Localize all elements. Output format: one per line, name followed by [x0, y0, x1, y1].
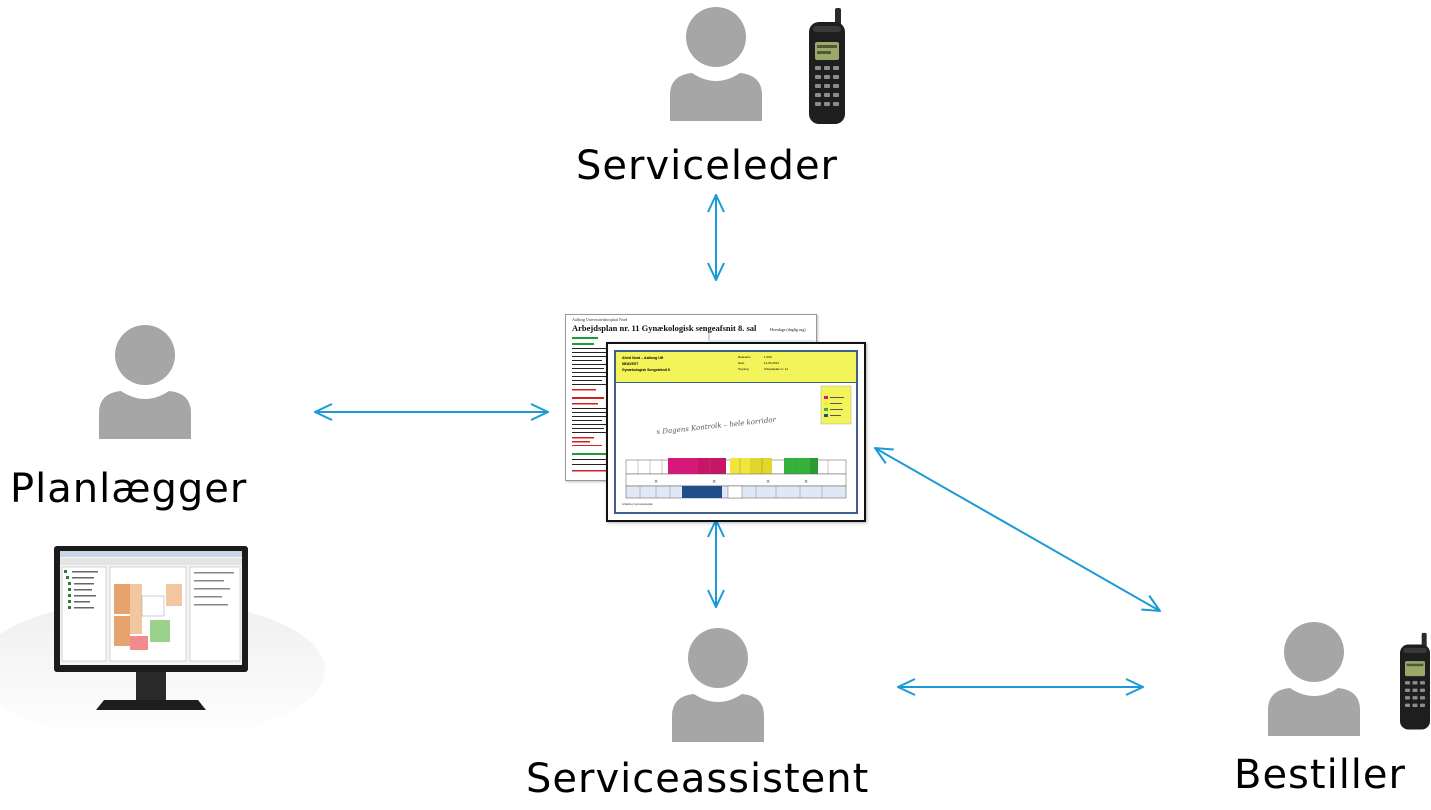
role-label-serviceassistent: Serviceassistent	[526, 756, 870, 802]
person-icon	[99, 325, 191, 439]
floorplan-meta-label2: Dato	[738, 361, 745, 365]
role-label-serviceleder: Serviceleder	[576, 143, 838, 189]
floorplan-meta-label1: Relevans	[738, 355, 751, 359]
svg-text:×: ×	[654, 479, 658, 485]
floorplan-meta-value3: Arbejdsplan nr. 11	[764, 367, 788, 371]
person-icon	[672, 628, 764, 742]
floorplan-footer: Afdeling Gynækologisk	[622, 502, 653, 506]
mobile-phone-icon	[1400, 632, 1430, 730]
mobile-phone-icon	[809, 8, 845, 124]
computer-monitor	[0, 540, 352, 770]
floorplan-header-line1: Aferd Nord – Aalborg UH	[622, 356, 664, 360]
arrow-center-bestiller	[875, 448, 1160, 611]
floorplan-header-line2: NEAVEST	[622, 362, 639, 366]
svg-text:×: ×	[804, 479, 808, 485]
floorplan-meta-value2: 14.06.2014	[764, 361, 780, 365]
worksheet-header-small: Aalborg Universitetshospital Nord	[572, 317, 628, 322]
worksheet-title: Arbejdsplan nr. 11 Gynækologisk sengeafs…	[572, 323, 757, 333]
floorplan-frame: Aferd Nord – Aalborg UH NEAVEST Gynækolo…	[614, 350, 858, 514]
floorplan-header: Aferd Nord – Aalborg UH NEAVEST Gynækolo…	[616, 352, 856, 383]
svg-text:×: ×	[766, 479, 770, 485]
role-label-bestiller: Bestiller	[1234, 752, 1406, 798]
floorplan-document: Aferd Nord – Aalborg UH NEAVEST Gynækolo…	[606, 342, 866, 522]
svg-text:×: ×	[712, 479, 716, 485]
floorplan-meta-label3: Tegning	[738, 367, 749, 371]
worksheet-side-title: Hverdage (daglig rug)	[770, 327, 806, 332]
person-icon	[670, 7, 762, 121]
floorplan-meta-value1: 1.000	[764, 355, 772, 359]
floorplan-header-line3: Gynækologisk Sengeafsnit 8	[622, 368, 670, 372]
floorplan-drawing: × × × ×	[625, 385, 852, 499]
role-label-planlaegger: Planlægger	[10, 466, 248, 512]
person-icon	[1268, 622, 1360, 736]
